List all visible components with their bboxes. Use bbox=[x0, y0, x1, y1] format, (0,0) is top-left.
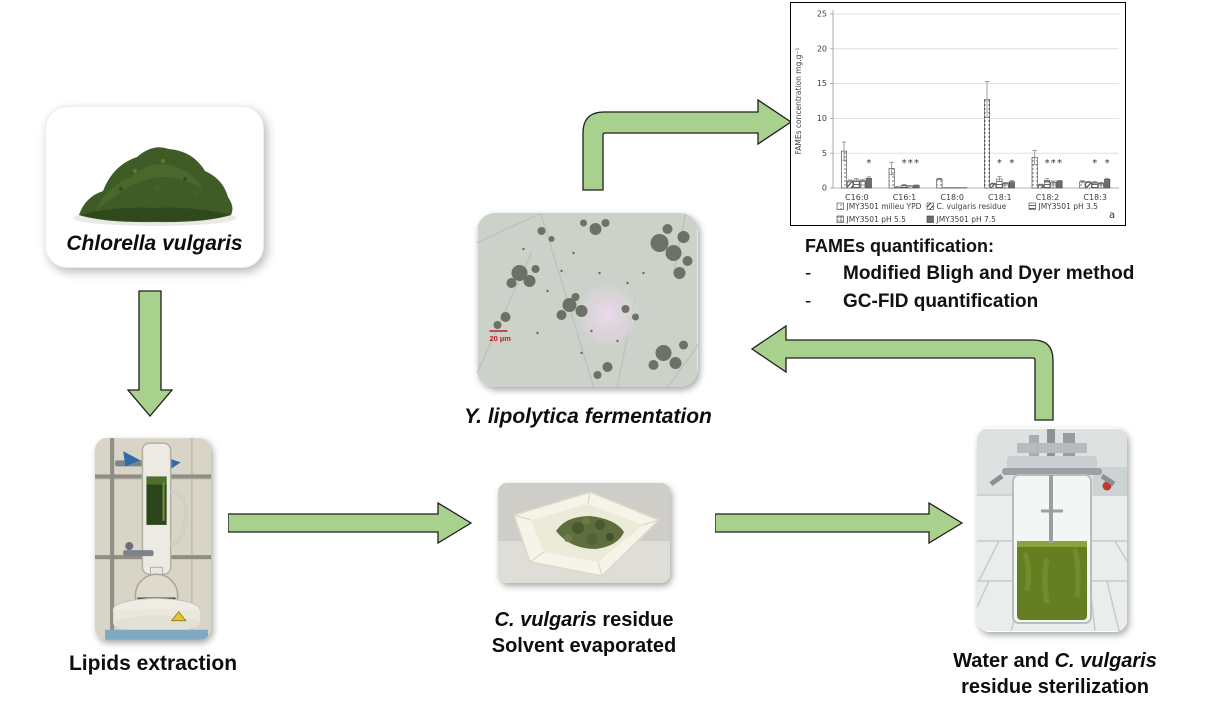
arrow-sterilization-to-fermentation bbox=[748, 322, 1058, 422]
elbow-left-arrow-icon bbox=[750, 324, 1054, 421]
elbow-right-arrow-icon bbox=[582, 98, 793, 191]
svg-text:*: * bbox=[1045, 158, 1050, 169]
chlorella-card: Chlorella vulgaris bbox=[45, 106, 264, 268]
svg-text:*: * bbox=[1105, 158, 1110, 169]
soxhlet-apparatus-image bbox=[95, 438, 211, 640]
svg-text:*: * bbox=[908, 158, 913, 169]
sterilization-photo bbox=[977, 428, 1127, 632]
bullet-dash: - bbox=[805, 291, 812, 312]
svg-text:a: a bbox=[1109, 210, 1115, 221]
fermentation-photo: 20 µm bbox=[477, 213, 698, 387]
residue-label-line1: C. vulgaris residue bbox=[494, 609, 674, 631]
svg-text:C16:1: C16:1 bbox=[893, 193, 917, 202]
svg-text:*: * bbox=[1057, 158, 1062, 169]
fermentation-label: Y. lipolytica fermentation bbox=[464, 405, 712, 428]
svg-text:FAMEs concentration mg.g⁻¹: FAMEs concentration mg.g⁻¹ bbox=[794, 48, 803, 155]
microscopy-image: 20 µm bbox=[477, 213, 698, 387]
chlorella-label: Chlorella vulgaris bbox=[66, 232, 243, 255]
lipids-extraction-label: Lipids extraction bbox=[68, 652, 238, 675]
right-arrow-icon bbox=[715, 502, 963, 544]
svg-text:JMY3501 pH 5.5: JMY3501 pH 5.5 bbox=[846, 215, 907, 224]
svg-text:JMY3501 pH 7.5: JMY3501 pH 7.5 bbox=[936, 215, 997, 224]
svg-text:JMY3501 milieu YPD: JMY3501 milieu YPD bbox=[846, 202, 922, 211]
svg-text:20: 20 bbox=[817, 44, 827, 53]
quantification-bullet-1: - Modified Bligh and Dyer method bbox=[805, 263, 1135, 284]
arrow-fermentation-to-chart bbox=[570, 98, 795, 193]
svg-text:10: 10 bbox=[817, 114, 827, 123]
svg-text:C18:1: C18:1 bbox=[988, 193, 1012, 202]
residue-label-line2: Solvent evaporated bbox=[491, 635, 677, 657]
residue-photo bbox=[498, 483, 670, 583]
svg-text:C18:2: C18:2 bbox=[1036, 193, 1060, 202]
svg-text:C16:0: C16:0 bbox=[845, 193, 869, 202]
down-arrow-icon bbox=[127, 290, 173, 418]
svg-text:15: 15 bbox=[817, 79, 827, 88]
svg-text:0: 0 bbox=[822, 184, 827, 193]
fames-quantification-title: FAMEs quantification: bbox=[805, 236, 994, 256]
weighing-boat-image bbox=[498, 483, 670, 583]
svg-text:25: 25 bbox=[817, 10, 827, 19]
bullet-dash: - bbox=[805, 263, 812, 284]
svg-text:*: * bbox=[1009, 158, 1014, 169]
fames-quantification-block: FAMEs quantification: - Modified Bligh a… bbox=[805, 236, 1175, 313]
svg-text:*: * bbox=[1051, 158, 1056, 169]
svg-text:*: * bbox=[1092, 158, 1097, 169]
microscopy-scale-text: 20 µm bbox=[490, 334, 512, 343]
svg-text:*: * bbox=[866, 158, 871, 169]
svg-text:5: 5 bbox=[822, 149, 827, 158]
lipids-extraction-photo bbox=[95, 438, 211, 640]
svg-text:JMY3501 pH 3.5: JMY3501 pH 3.5 bbox=[1038, 202, 1099, 211]
arrow-residue-to-sterilization bbox=[715, 502, 963, 544]
bioreactor-image bbox=[977, 429, 1127, 632]
svg-text:*: * bbox=[914, 158, 919, 169]
svg-text:C. vulgaris residue: C. vulgaris residue bbox=[937, 202, 1007, 211]
svg-text:C18:3: C18:3 bbox=[1083, 193, 1107, 202]
sterilization-label-line1: Water and C. vulgaris bbox=[953, 650, 1157, 672]
svg-text:C18:0: C18:0 bbox=[940, 193, 964, 202]
arrow-chlorella-to-lipids bbox=[127, 290, 173, 418]
arrow-lipids-to-residue bbox=[228, 502, 472, 544]
quantification-bullet-2: - GC-FID quantification bbox=[805, 291, 1039, 312]
svg-text:*: * bbox=[997, 158, 1002, 169]
svg-text:*: * bbox=[902, 158, 907, 169]
right-arrow-icon bbox=[228, 502, 472, 544]
sterilization-label: Water and C. vulgaris residue sterilizat… bbox=[950, 648, 1160, 700]
residue-label: C. vulgaris residue Solvent evaporated bbox=[474, 607, 694, 659]
sterilization-label-line2: residue sterilization bbox=[961, 676, 1149, 698]
chlorella-powder-image bbox=[73, 147, 237, 226]
